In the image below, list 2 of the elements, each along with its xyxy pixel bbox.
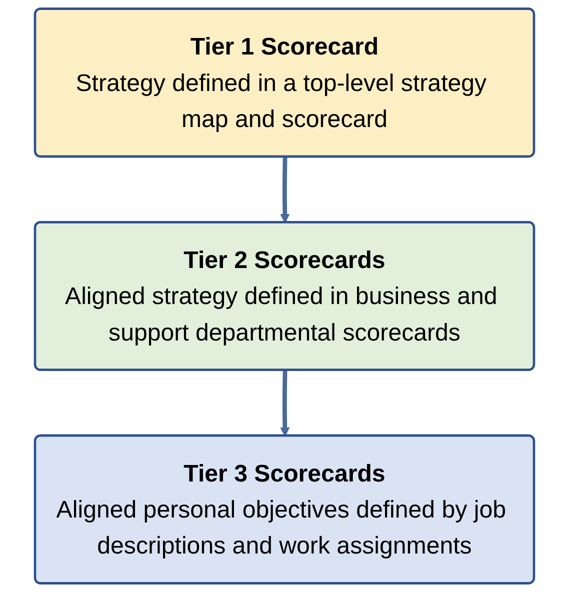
arrow: [280, 157, 290, 224]
arrow: [280, 370, 290, 436]
